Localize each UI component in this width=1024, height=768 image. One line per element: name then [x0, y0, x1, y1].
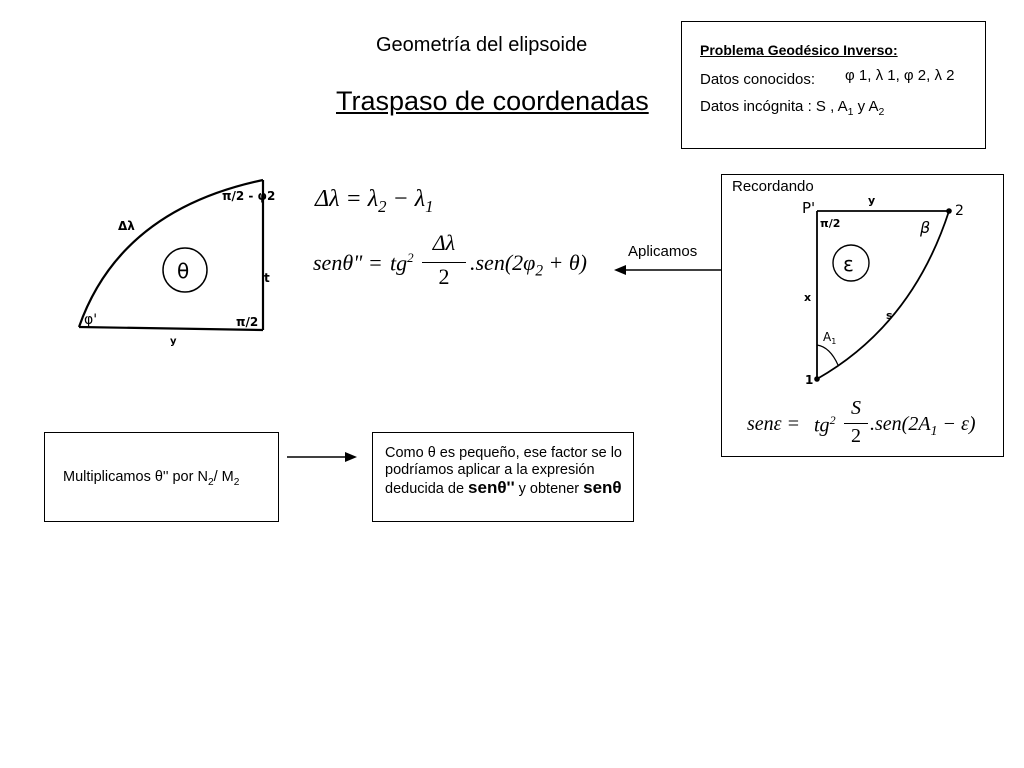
- unknown-line: Datos incógnita : S , A1 y A2: [700, 98, 884, 118]
- angle-a1-arc: [816, 344, 839, 366]
- f2-tg: tg2: [390, 250, 414, 276]
- center-circle: [162, 247, 208, 293]
- problem-box: Problema Geodésico Inverso: Datos conoci…: [681, 21, 986, 149]
- apply-label: Aplicamos: [628, 243, 698, 260]
- f2-den: 2: [438, 264, 450, 289]
- theta-note-text: Como θ es pequeño, ese factor se lo podr…: [385, 445, 630, 498]
- point-2-dot: [946, 208, 952, 214]
- label-a1: A1: [823, 330, 836, 346]
- label-beta: β: [919, 218, 930, 237]
- spherical-triangle-figure: θ Δλ π/2 - φ2 t φ' π/2 y: [77, 178, 275, 347]
- theta-bold1: senθ'': [468, 478, 515, 497]
- side-y: [78, 325, 264, 332]
- recall-f-num: S: [851, 397, 861, 419]
- plane-triangle-figure: ε P' π/2 y 2 β x s A1 1: [802, 194, 964, 387]
- label-x-side: x: [804, 291, 811, 304]
- formula-delta-lambda: Δλ = λ2 − λ1: [315, 186, 433, 217]
- f2-end: + θ): [543, 250, 588, 275]
- recall-box: Recordando ε P' π/2 y 2 β x s A1 1 senε …: [721, 174, 1004, 457]
- apply-arrow: [614, 265, 722, 275]
- subtitle: Geometría del elipsoide: [376, 34, 588, 56]
- multiply-mid: / M: [213, 469, 234, 485]
- f2-sq: 2: [407, 250, 414, 265]
- theta-line1: Como θ es pequeño, ese factor se lo podr…: [385, 445, 622, 497]
- f1-a: λ: [367, 186, 379, 212]
- unknown-sub1: 1: [847, 106, 854, 118]
- label-top-angle: π/2 - φ2: [222, 189, 275, 203]
- f2-rest-text: .sen(2φ: [470, 250, 536, 275]
- f2-tg-text: tg: [390, 250, 408, 276]
- f1-b-sub: 1: [425, 196, 434, 216]
- known-label: Datos conocidos:: [700, 71, 816, 88]
- label-point-1: 1: [805, 373, 813, 387]
- recall-label: Recordando: [732, 178, 814, 195]
- f2-rest-sub: 2: [535, 262, 544, 280]
- recall-f-tg: tg2: [814, 413, 836, 438]
- recall-f-tg-text: tg: [814, 414, 830, 437]
- arc-delta-lambda: [77, 178, 264, 328]
- recall-f-fraction-bar: [844, 423, 868, 424]
- recall-f-rest-sub: 1: [930, 424, 938, 439]
- unknown-label: Datos incógnita : S , A: [700, 98, 848, 115]
- label-phi: φ': [84, 312, 97, 328]
- multiply-sub2: 2: [233, 476, 240, 488]
- recall-f-end: − ε): [937, 413, 976, 435]
- epsilon-symbol: ε: [843, 252, 854, 276]
- unknown-sub2: 2: [878, 106, 885, 118]
- theta-bold2: senθ: [583, 478, 622, 497]
- f2-lhs: senθ" =: [313, 250, 383, 275]
- known-values: φ 1, λ 1, φ 2, λ 2: [845, 67, 955, 84]
- a1-sub: 1: [831, 337, 836, 346]
- label-y-side: y: [868, 194, 875, 207]
- geodesic-s: [816, 210, 950, 380]
- f2-rest: .sen(2φ2 + θ): [470, 250, 587, 280]
- label-delta-lambda: Δλ: [118, 219, 135, 233]
- multiply-box: Multiplicamos θ'' por N2/ M2: [44, 432, 279, 522]
- page-title: Traspaso de coordenadas: [336, 86, 649, 116]
- f2-num: Δλ: [432, 230, 456, 255]
- point-1-dot: [814, 376, 820, 382]
- recall-f-den: 2: [851, 425, 861, 447]
- recall-f-rest: .sen(2A1 − ε): [870, 413, 976, 440]
- f1-eq: =: [345, 186, 362, 212]
- multiply-sub1: 2: [207, 476, 214, 488]
- f1-lhs: Δλ: [315, 186, 340, 212]
- recall-f-sq: 2: [829, 413, 836, 427]
- theta-note-box: Como θ es pequeño, ese factor se lo podr…: [372, 432, 634, 522]
- unknown-mid: y A: [853, 98, 879, 115]
- f2-fraction-bar: [422, 262, 466, 263]
- label-point-2: 2: [955, 203, 964, 219]
- label-right-angle: π/2: [236, 315, 258, 329]
- a1-letter: A: [823, 330, 832, 344]
- multiply-text: Multiplicamos θ'' por N2/ M2: [63, 469, 239, 488]
- label-y: y: [170, 336, 177, 347]
- problem-heading: Problema Geodésico Inverso:: [700, 42, 898, 58]
- f1-a-sub: 2: [378, 196, 387, 216]
- label-s-side: s: [886, 309, 893, 322]
- center-theta: θ: [177, 259, 189, 283]
- multiply-main: Multiplicamos θ'' por N: [63, 469, 208, 485]
- label-p-prime: P': [802, 199, 815, 217]
- f1-b: λ: [414, 186, 426, 212]
- next-arrow: [287, 452, 357, 462]
- label-right-angle-p: π/2: [820, 217, 840, 230]
- epsilon-circle: [832, 244, 870, 282]
- f1-minus: −: [392, 186, 409, 212]
- label-t: t: [264, 271, 270, 285]
- recall-f-rest-text: .sen(2A: [870, 413, 931, 435]
- recall-f-lhs: senε =: [747, 413, 801, 435]
- theta-line2: y obtener: [514, 481, 584, 497]
